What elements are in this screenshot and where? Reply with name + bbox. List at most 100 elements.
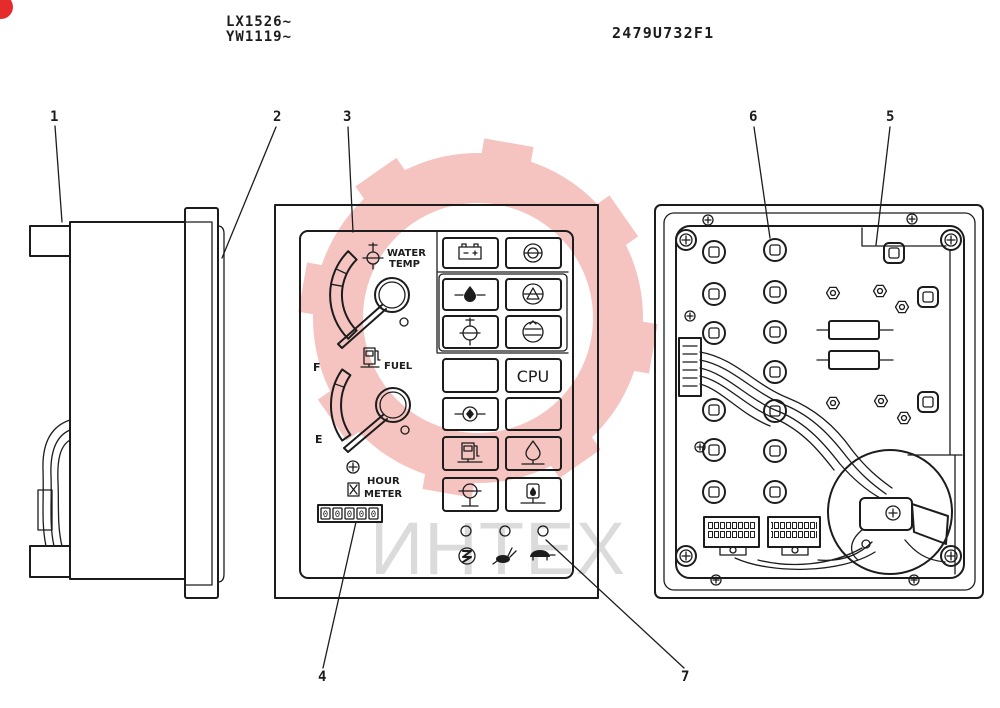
board-connector-latch-hole (729, 546, 737, 554)
bulb-sockets (702, 238, 787, 504)
air-filter-icon (522, 283, 544, 305)
gauge-movement (827, 449, 953, 575)
square-socket (917, 286, 939, 308)
front-face-panel (299, 230, 574, 579)
hex-nut (825, 396, 841, 410)
board-connector-pins (707, 521, 756, 539)
model-serial-range-2: YW1119~ (226, 29, 292, 45)
water-separator-icon (521, 440, 545, 465)
bulb-socket (702, 282, 726, 306)
hour-meter-digit-box (344, 507, 355, 520)
hydraulic-pressure-icon (454, 406, 486, 422)
temperature-hub-inner (378, 281, 406, 309)
filter-icon-ring (522, 321, 544, 343)
high-speed-indicator-light (499, 525, 511, 537)
hour-meter-digit-box (368, 507, 379, 520)
temperature-scale-divisions (330, 268, 348, 287)
lamp-coolant-level (442, 477, 499, 512)
hour-meter-digit: 0 (371, 510, 376, 520)
gear-tooth (532, 410, 601, 479)
water-temp-label-line2: TEMP (389, 259, 420, 270)
resistor (828, 350, 880, 370)
air-filter-icon-mark (523, 287, 543, 300)
hex-nut (873, 394, 889, 408)
bottom-mounting-stud (29, 545, 71, 578)
water-temp-label-line1: WATER (387, 248, 426, 259)
lamp-fuel-filter (505, 477, 562, 512)
bezel-lens-edge (217, 225, 225, 583)
water-separator-base (521, 459, 545, 465)
fuel-gauge: FUEL F E (313, 347, 413, 453)
temperature-indicator-dot (399, 317, 409, 327)
callout-4: 4 (318, 669, 326, 685)
board-screw (684, 310, 696, 322)
plus-circle-ring (346, 460, 360, 474)
callout-5: 5 (886, 109, 894, 125)
hex-nut (896, 411, 912, 425)
fuel-indicator-dot (400, 425, 410, 435)
callout-1-leader (54, 125, 63, 223)
temperature-needle (337, 304, 387, 349)
bulb-socket (702, 321, 726, 345)
bulb-socket (702, 480, 726, 504)
hourglass-frame (347, 482, 360, 497)
model-serial-range-1: LX1526~ (226, 14, 292, 30)
gear-tooth (475, 138, 534, 195)
callout-3: 3 (343, 109, 351, 125)
coolant-temperature-icon (362, 242, 384, 270)
lamp-coolant-temperature (442, 315, 499, 349)
watermark-text: ИНТЕХ (370, 507, 625, 590)
hex-nut (825, 286, 841, 300)
temperature-scale-band (329, 250, 358, 340)
bulb-socket (763, 360, 787, 384)
warning-lamp-grid: CPU (436, 231, 569, 512)
bulb-socket (763, 480, 787, 504)
filter-icon-lines (524, 320, 542, 336)
gauge-sockets-and-nuts (825, 242, 939, 425)
indicator-lights (458, 525, 556, 565)
temperature-needle-hub (374, 277, 410, 313)
top-mounting-stud (29, 225, 71, 257)
callout-7: 7 (681, 669, 689, 685)
gauge-movement-arm (911, 503, 949, 545)
board-connectors (703, 516, 821, 556)
side-harness-connector (37, 489, 53, 531)
corner-screw (675, 229, 697, 251)
hour-meter-label-line2: METER (364, 489, 402, 500)
callout-4-leader (322, 521, 357, 669)
bezel-frame (184, 207, 219, 599)
battery-icon (458, 243, 482, 260)
glow-plug-icon-coil (462, 550, 472, 563)
hour-meter-digit: 0 (335, 510, 340, 520)
harness-connector-left (678, 337, 702, 397)
callout-6-leader (753, 126, 771, 239)
rear-view (654, 204, 984, 599)
oil-icon-drop (464, 286, 476, 302)
turtle-icon-limbs (532, 554, 556, 561)
lamp-blank (442, 358, 499, 393)
rear-circuit-board (675, 225, 965, 579)
lamp-battery (442, 237, 499, 269)
fuel-needle (343, 414, 388, 453)
callout-7-leader (545, 539, 685, 669)
lamp-hydraulic-pressure (442, 397, 499, 431)
side-view-wire-harness (37, 419, 71, 547)
hour-meter-display (317, 504, 383, 523)
watermark-gear (298, 138, 658, 498)
rear-housing-rim (663, 212, 976, 591)
callout-6: 6 (749, 109, 757, 125)
gauge-movement-screw (885, 505, 901, 521)
board-connector-latch (719, 546, 747, 556)
hour-meter-digit-box (320, 507, 331, 520)
fuel-filter-icon-drop (530, 487, 536, 496)
board-screw (710, 574, 722, 586)
alternator-icon (523, 243, 543, 263)
bulb-socket (763, 238, 787, 262)
hour-meter-digit: 0 (359, 510, 364, 520)
oil-pressure-icon (454, 286, 486, 302)
side-view-housing (29, 221, 186, 580)
lamp-group-frame (438, 273, 568, 352)
coolant-level-icon-lines (458, 490, 482, 507)
lamp-blank (505, 397, 562, 431)
hour-meter-label-line1: HOUR (367, 476, 400, 487)
